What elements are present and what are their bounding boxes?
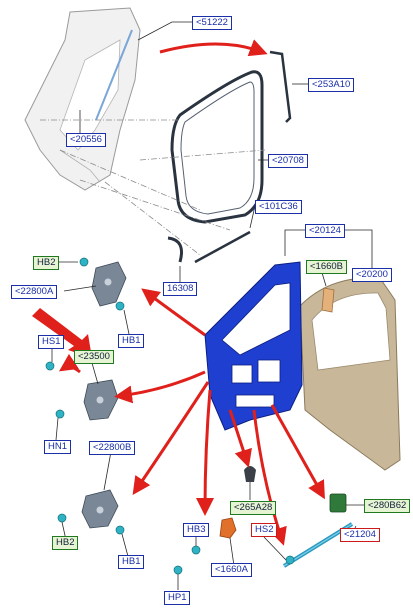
seal-16308 bbox=[167, 236, 183, 263]
part-1660a bbox=[219, 517, 237, 539]
door-weatherstrip bbox=[170, 70, 264, 224]
highlight-arrow bbox=[32, 308, 92, 358]
fasteners bbox=[45, 257, 295, 575]
callout-20708: <20708 bbox=[268, 154, 308, 168]
strip-101c36 bbox=[194, 230, 251, 264]
pad-280b62 bbox=[329, 493, 347, 513]
callout-hn1: HN1 bbox=[44, 440, 72, 454]
assembly-arrows bbox=[59, 39, 325, 546]
callout-16308: 16308 bbox=[163, 282, 198, 296]
callout-hb3: HB3 bbox=[183, 523, 210, 537]
assembly-lines bbox=[40, 119, 266, 256]
bumper-265a28 bbox=[244, 466, 256, 482]
callout-22800a: <22800A bbox=[11, 285, 58, 299]
callout-22800b: <22800B bbox=[89, 441, 136, 455]
upper-hinge bbox=[91, 261, 127, 307]
upper-weatherstrip bbox=[269, 50, 292, 123]
trim-clip-1660b bbox=[321, 287, 335, 313]
lower-hinge bbox=[83, 379, 119, 421]
callout-hb1-top: HB1 bbox=[118, 334, 145, 348]
callout-hs1: HS1 bbox=[38, 335, 65, 349]
callout-hs2: HS2 bbox=[251, 523, 278, 537]
callout-101c36: <101C36 bbox=[255, 200, 302, 214]
callout-280b62: <280B62 bbox=[364, 499, 411, 513]
check-strap-hinge bbox=[81, 489, 119, 529]
callout-21204: <21204 bbox=[340, 528, 380, 542]
callout-253a10: <253A10 bbox=[308, 78, 355, 92]
callout-23500: <23500 bbox=[74, 350, 114, 364]
callout-1660b: <1660B bbox=[306, 260, 348, 274]
body-side-frame bbox=[24, 7, 141, 191]
callout-20200: <20200 bbox=[352, 268, 392, 282]
callout-20124: <20124 bbox=[305, 224, 345, 238]
callout-hb2-bottom: HB2 bbox=[52, 536, 79, 550]
callout-20556: <20556 bbox=[66, 133, 106, 147]
callout-51222: <51222 bbox=[192, 16, 232, 30]
callout-1660a: <1660A bbox=[211, 563, 253, 577]
callout-265a28: <265A28 bbox=[230, 501, 277, 515]
callout-hp1: HP1 bbox=[164, 591, 191, 605]
callout-hb1-bottom: HB1 bbox=[118, 555, 145, 569]
door-inner-structure bbox=[204, 261, 303, 431]
callout-hb2-top: HB2 bbox=[33, 256, 60, 270]
